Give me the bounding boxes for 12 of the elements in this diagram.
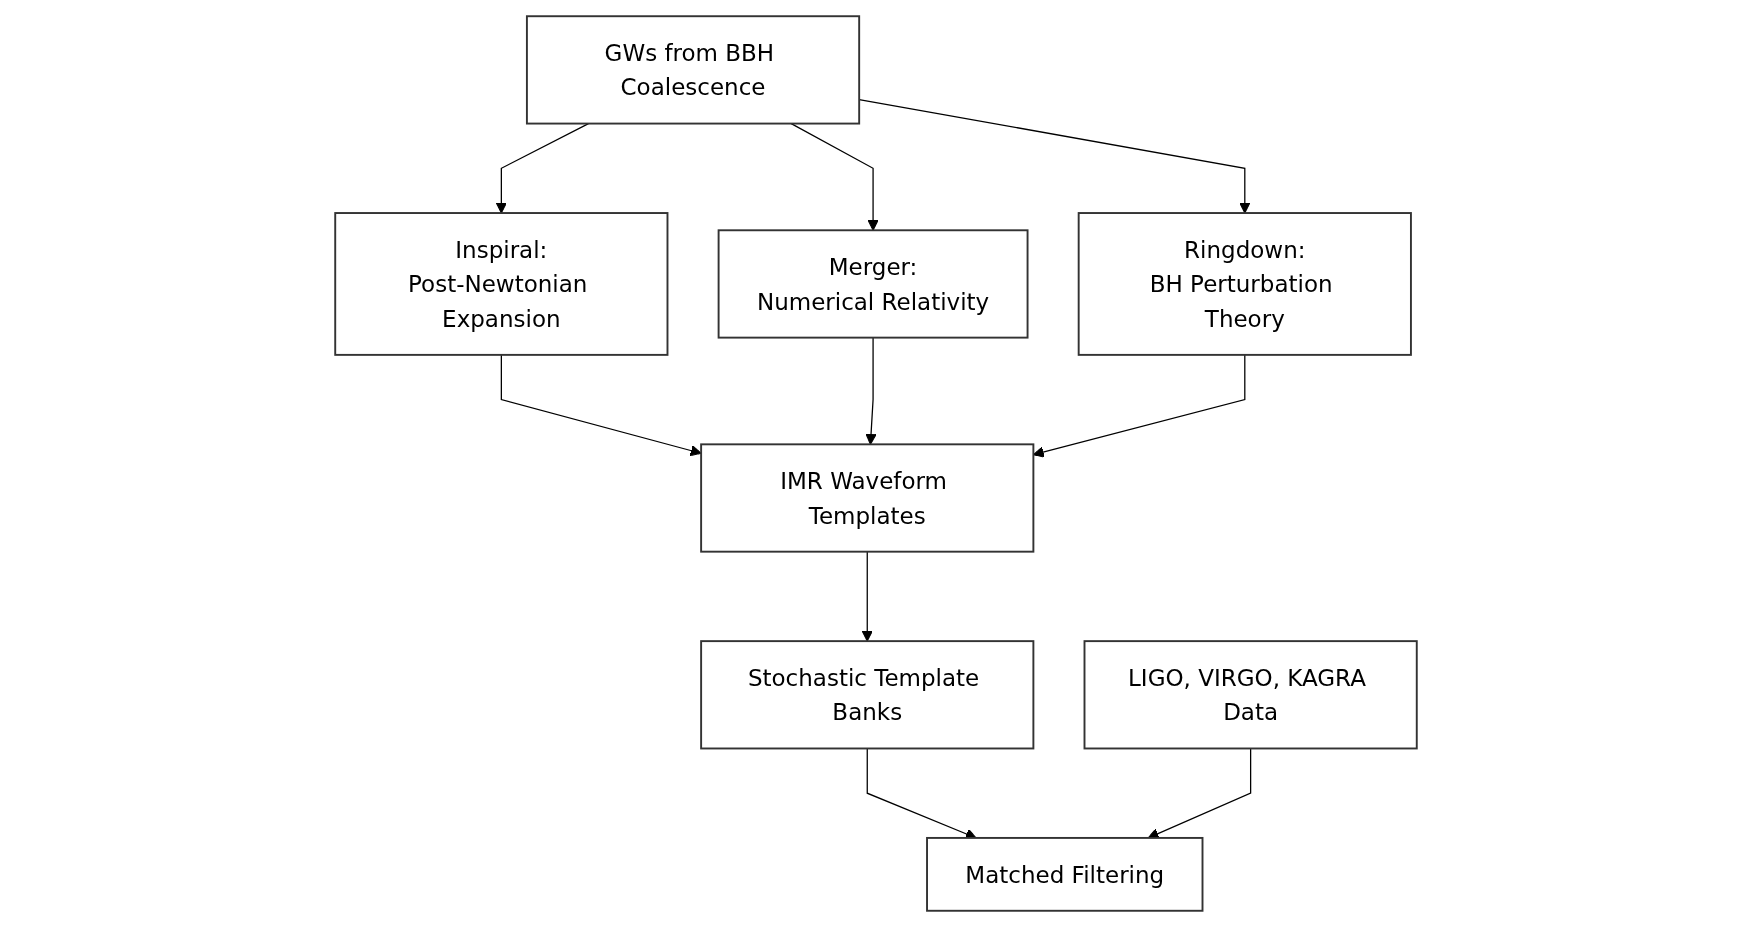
node-box: GWs from BBH Coalescence (525, 15, 861, 125)
arrow (500, 354, 702, 457)
node-box: Merger: Numerical Relativity (717, 229, 1029, 339)
node-box: Matched Filtering (926, 836, 1204, 912)
node-box: LIGO, VIRGO, KAGRA Data (1083, 640, 1418, 750)
node-box: IMR Waveform Templates (700, 443, 1035, 553)
node-box: Inspiral: Post-Newtonian Expansion (334, 212, 669, 356)
arrow (865, 337, 877, 445)
node-box: Stochastic Template Banks (700, 640, 1035, 750)
arrow (861, 551, 873, 642)
arrow (790, 122, 879, 231)
node-box: Ringdown: BH Perturbation Theory (1077, 212, 1412, 356)
